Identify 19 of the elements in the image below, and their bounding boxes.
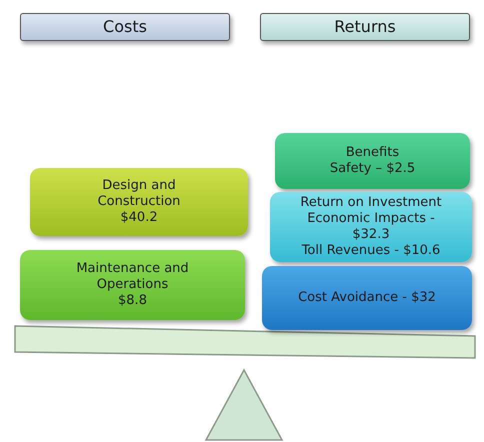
block-text: Maintenance and Operations [75, 261, 190, 293]
column-heading: Costs [103, 19, 147, 35]
block-text: Cost Avoidance - $32 [298, 290, 436, 306]
block-text: Safety – $2.5 [330, 161, 416, 177]
header-tab [20, 13, 230, 41]
block-text: Return on Investment [300, 195, 442, 211]
return-block [275, 133, 470, 189]
return-block [262, 266, 472, 330]
block-text: Benefits [346, 145, 400, 161]
header-tab [260, 13, 470, 41]
block-text: Economic Impacts - $32.3 [306, 211, 436, 243]
block-text: $8.8 [118, 293, 147, 309]
block-text: Design and Construction [96, 178, 182, 210]
cost-block [30, 168, 248, 236]
column-heading: Returns [334, 19, 396, 35]
cost-block [20, 250, 245, 320]
return-block [270, 192, 472, 262]
block-text: $40.2 [120, 210, 158, 226]
block-text: Toll Revenues - $10.6 [302, 243, 440, 259]
